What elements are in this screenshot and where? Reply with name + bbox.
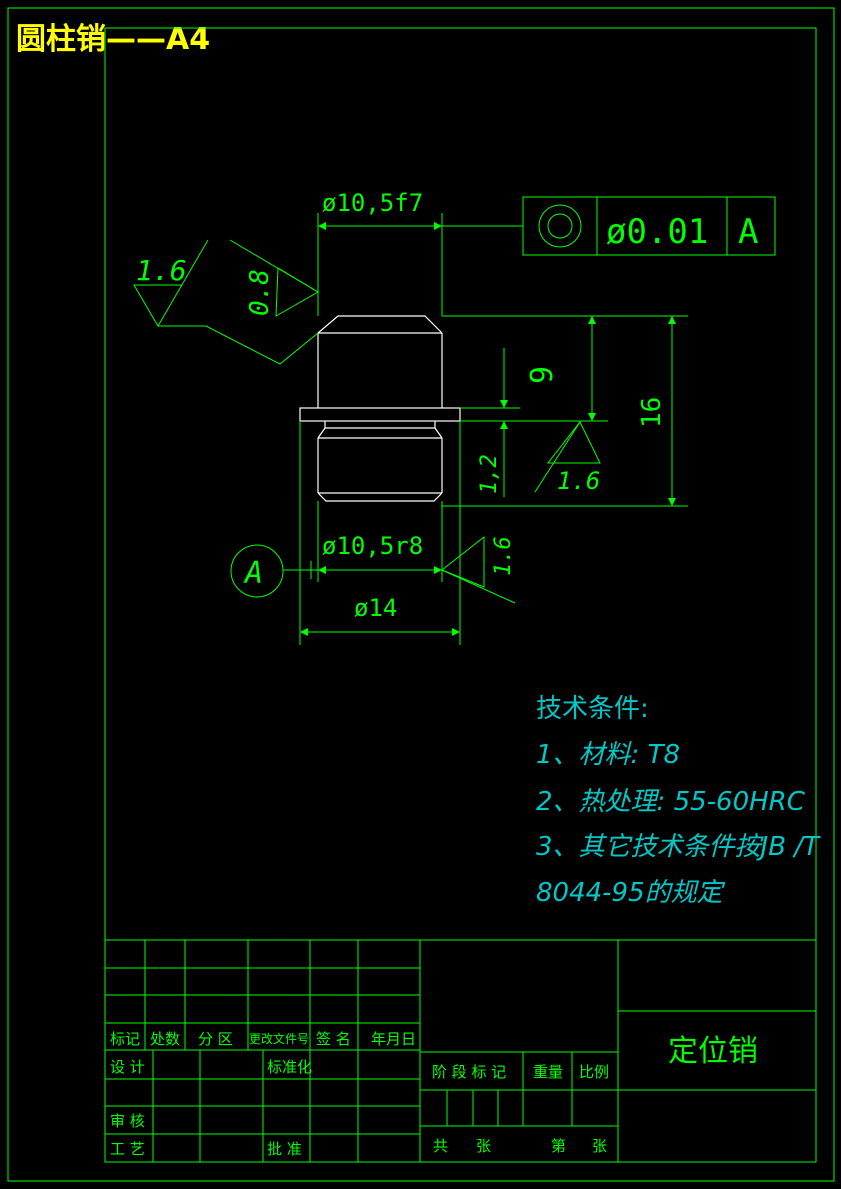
datum-label: A bbox=[243, 556, 263, 591]
tb-weight: 重量 bbox=[533, 1063, 564, 1081]
tolerance-value: ø0.01 bbox=[606, 212, 708, 252]
tb-process: 工 艺 bbox=[110, 1140, 145, 1158]
tb-zone: 分 区 bbox=[198, 1030, 233, 1048]
dim-top-diameter: ø10,5f7 bbox=[322, 189, 423, 217]
roughness-left-outer: 1.6 bbox=[136, 254, 187, 287]
tb-approve: 批 准 bbox=[267, 1140, 302, 1158]
outer-border bbox=[7, 7, 835, 1182]
notes-line-4: 8044-95的规定 bbox=[536, 878, 723, 908]
tb-review: 审 核 bbox=[110, 1112, 145, 1130]
notes-line-2: 2、热处理: 55-60HRC bbox=[536, 787, 805, 817]
tb-standardize: 标准化 bbox=[267, 1058, 313, 1076]
part-outline bbox=[299, 315, 461, 502]
tb-total: 共 bbox=[433, 1137, 449, 1155]
tb-change-doc: 更改文件号 bbox=[249, 1032, 310, 1046]
tb-count: 处数 bbox=[150, 1030, 181, 1048]
dim-flange-diameter: ø14 bbox=[354, 594, 397, 622]
roughness-bottom: 1.6 bbox=[491, 536, 516, 576]
tb-sheet-no: 第 bbox=[551, 1137, 567, 1155]
tb-scale: 比例 bbox=[579, 1063, 610, 1081]
tolerance-datum: A bbox=[738, 212, 758, 252]
dim-height-total: 16 bbox=[637, 397, 667, 428]
dimension-lines bbox=[133, 196, 776, 645]
notes-line-3: 3、其它技术条件按JB /T bbox=[536, 832, 819, 862]
tb-sheets-2: 张 bbox=[592, 1137, 608, 1155]
tb-part-name: 定位销 bbox=[668, 1034, 758, 1069]
tb-date: 年月日 bbox=[371, 1030, 417, 1048]
notes-heading: 技术条件: bbox=[536, 694, 649, 724]
dim-bottom-diameter: ø10,5r8 bbox=[322, 532, 423, 560]
dim-height-upper: 9 bbox=[525, 366, 560, 384]
title-block-grid bbox=[105, 939, 816, 1162]
roughness-left-inner: 0.8 bbox=[245, 269, 275, 316]
tb-sheets-1: 张 bbox=[476, 1137, 492, 1155]
tb-signature: 签 名 bbox=[316, 1030, 351, 1048]
notes-line-1: 1、材料: T8 bbox=[536, 740, 680, 770]
concentricity-icon bbox=[538, 204, 582, 248]
tb-design: 设 计 bbox=[110, 1058, 145, 1076]
inner-border bbox=[104, 27, 817, 1163]
dim-flange: 1,2 bbox=[477, 454, 502, 494]
roughness-right: 1.6 bbox=[557, 467, 600, 495]
tb-stage-mark: 阶 段 标 记 bbox=[432, 1063, 507, 1081]
tb-mark: 标记 bbox=[110, 1030, 141, 1048]
